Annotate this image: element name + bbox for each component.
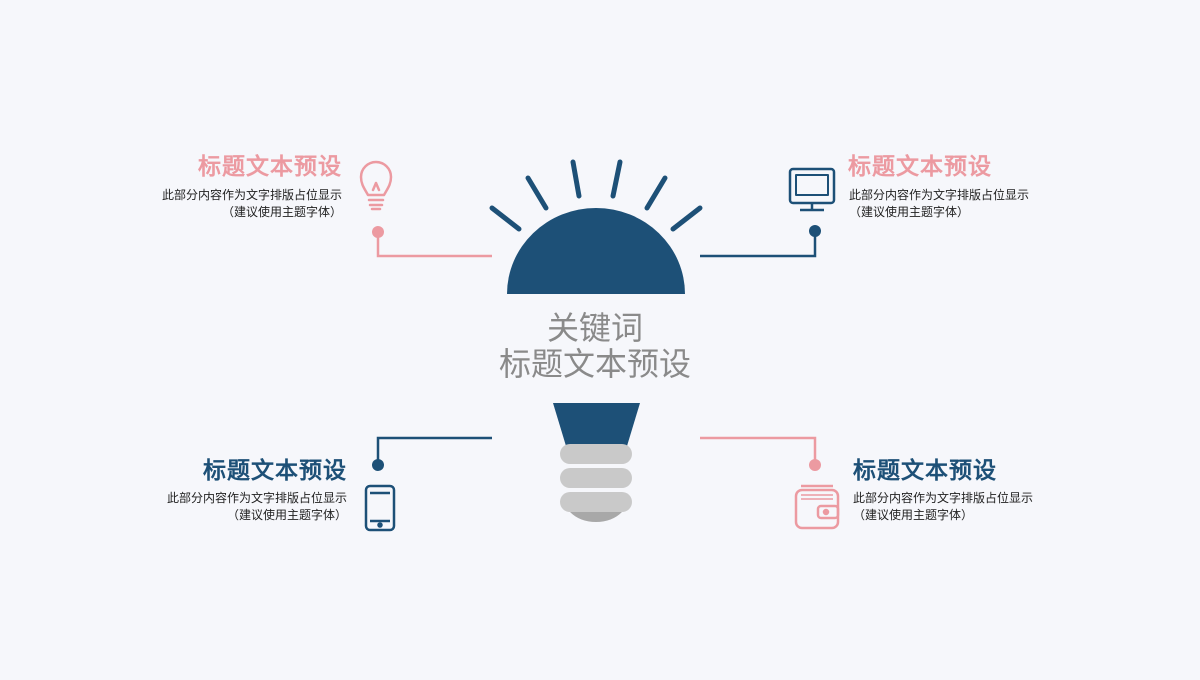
bulb-neck bbox=[553, 403, 640, 446]
desc-line: 此部分内容作为文字排版占位显示 bbox=[166, 491, 347, 505]
connector-dot bbox=[372, 459, 384, 471]
desc-line: （建议使用主题字体） bbox=[849, 205, 970, 219]
center-keyword: 关键词 bbox=[546, 309, 643, 347]
item-desc-top-right: 此部分内容作为文字排版占位显示 （建议使用主题字体） bbox=[849, 187, 1029, 221]
bulb-tip bbox=[570, 512, 622, 522]
desc-line: （建议使用主题字体） bbox=[226, 508, 347, 522]
desc-line: （建议使用主题字体） bbox=[221, 205, 342, 219]
center-title: 标题文本预设 bbox=[498, 345, 691, 383]
desc-line: 此部分内容作为文字排版占位显示 bbox=[161, 188, 342, 202]
bulb-base-band bbox=[560, 492, 632, 512]
item-title-bottom-right: 标题文本预设 bbox=[853, 457, 997, 484]
item-title-bottom-left: 标题文本预设 bbox=[203, 457, 347, 484]
bulb-base-band bbox=[560, 468, 632, 488]
connector-bottom-right bbox=[700, 436, 817, 463]
connector-dot bbox=[809, 459, 821, 471]
item-title-top-left: 标题文本预设 bbox=[198, 153, 342, 180]
smartphone-icon bbox=[364, 484, 396, 532]
desc-line: （建议使用主题字体） bbox=[853, 508, 974, 522]
item-desc-bottom-right: 此部分内容作为文字排版占位显示 （建议使用主题字体） bbox=[853, 490, 1033, 524]
bulb-dome bbox=[507, 208, 685, 294]
connector-top-right bbox=[700, 233, 817, 258]
connector-top-left bbox=[376, 233, 492, 258]
desc-line: 此部分内容作为文字排版占位显示 bbox=[853, 491, 1034, 505]
wallet-icon bbox=[794, 484, 840, 530]
desc-line: 此部分内容作为文字排版占位显示 bbox=[849, 188, 1030, 202]
monitor-icon bbox=[788, 167, 836, 212]
light-rays bbox=[489, 159, 703, 232]
bulb-base-band bbox=[560, 444, 632, 464]
connector-bottom-left bbox=[376, 436, 492, 463]
lightbulb-icon bbox=[359, 160, 393, 211]
item-desc-top-left: 此部分内容作为文字排版占位显示 （建议使用主题字体） bbox=[130, 187, 342, 221]
connector-dot bbox=[809, 225, 821, 237]
item-desc-bottom-left: 此部分内容作为文字排版占位显示 （建议使用主题字体） bbox=[135, 490, 347, 524]
connector-dot bbox=[372, 226, 384, 238]
item-title-top-right: 标题文本预设 bbox=[848, 153, 992, 180]
